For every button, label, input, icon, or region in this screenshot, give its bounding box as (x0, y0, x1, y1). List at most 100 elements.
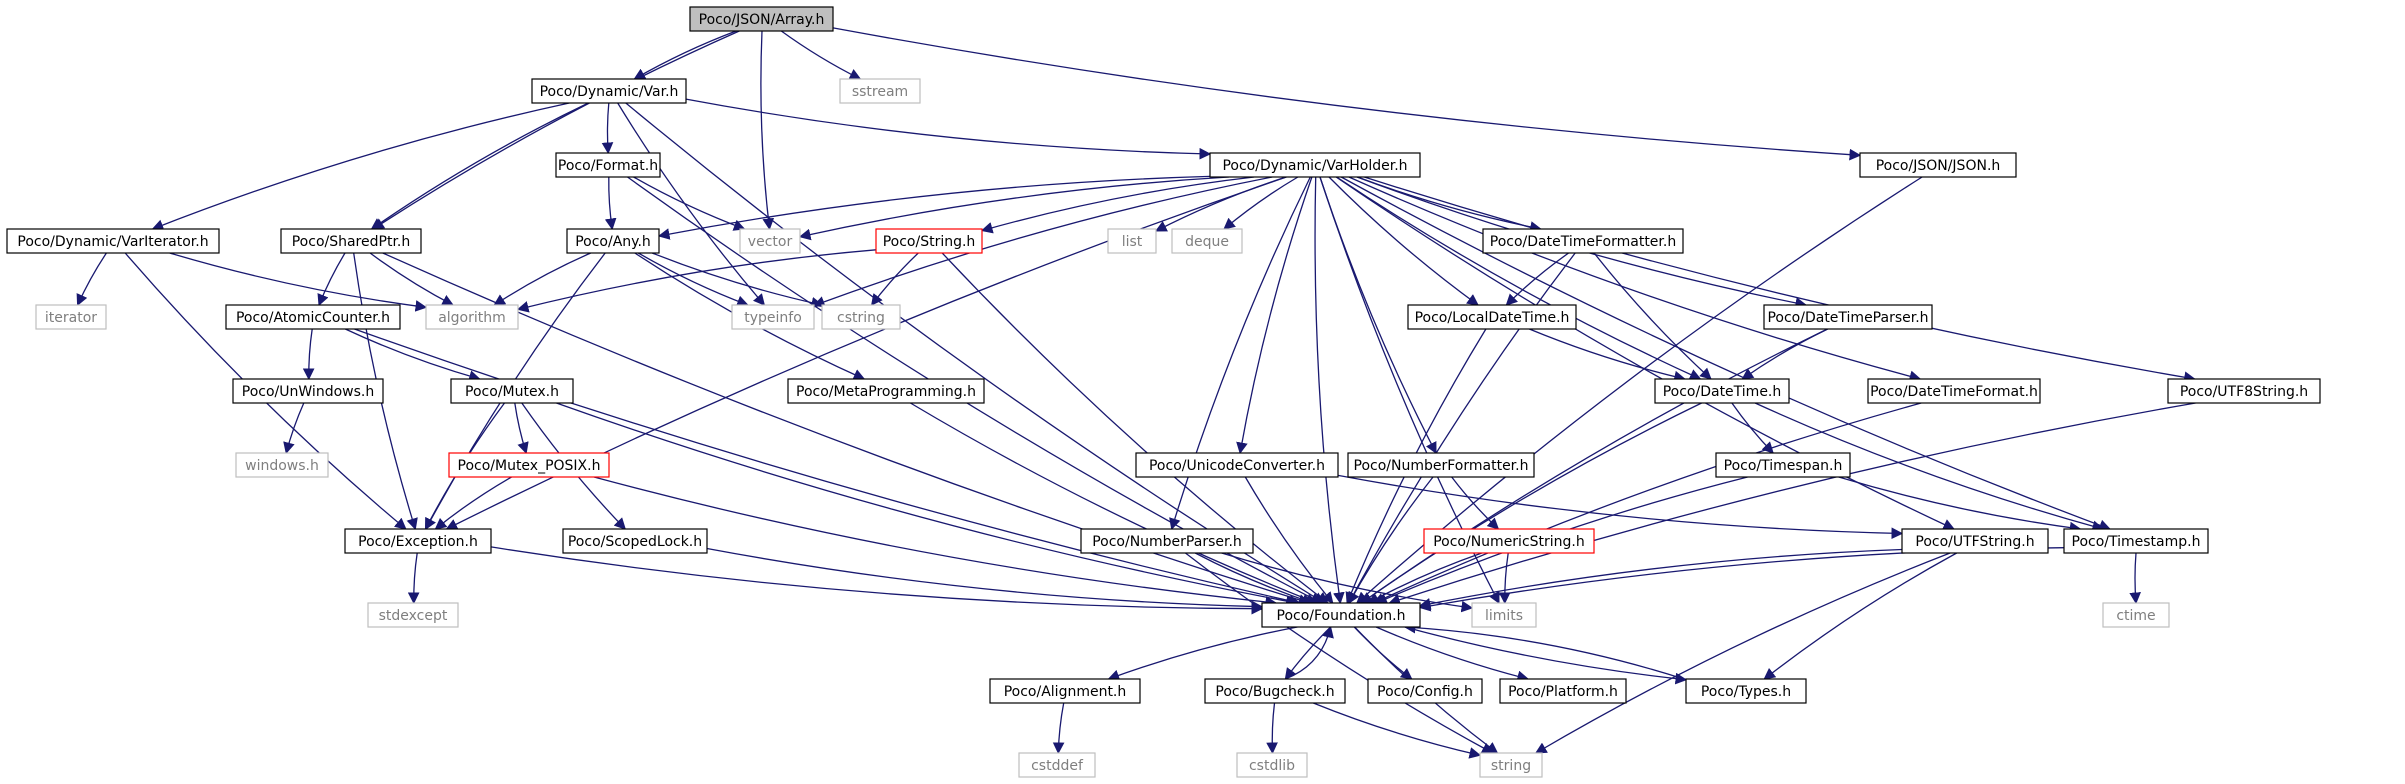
node-variterator[interactable]: Poco/Dynamic/VarIterator.h (6, 228, 220, 254)
node-label: Poco/Mutex_POSIX.h (458, 458, 601, 474)
node-format[interactable]: Poco/Format.h (555, 152, 661, 178)
node-var[interactable]: Poco/Dynamic/Var.h (531, 78, 687, 104)
node-types[interactable]: Poco/Types.h (1685, 678, 1807, 704)
edge-mutexposix-to-foundation (593, 476, 1278, 608)
edge-path (302, 328, 315, 381)
node-box (450, 378, 574, 404)
node-box (531, 78, 687, 104)
edge-format-to-vector (633, 176, 746, 231)
node-utf8[interactable]: Poco/UTF8String.h (2167, 378, 2321, 404)
node-exception[interactable]: Poco/Exception.h (344, 528, 492, 554)
node-scopedlock[interactable]: Poco/ScopedLock.h (562, 528, 708, 554)
node-box (839, 78, 921, 104)
node-sharedptr[interactable]: Poco/SharedPtr.h (280, 228, 422, 254)
edge-path (1223, 176, 1299, 230)
node-metaprog[interactable]: Poco/MetaProgramming.h (787, 378, 985, 404)
node-numformatter[interactable]: Poco/NumberFormatter.h (1347, 452, 1535, 478)
edge-path (1348, 176, 1922, 382)
node-label: sstream (852, 84, 908, 100)
edge-atomic-to-mutex (345, 328, 481, 382)
edge-metaprog-to-foundation (910, 402, 1318, 605)
node-foundation[interactable]: Poco/Foundation.h (1261, 602, 1421, 628)
node-label: Poco/NumberFormatter.h (1354, 458, 1529, 474)
node-numparser[interactable]: Poco/NumberParser.h (1080, 528, 1254, 554)
node-mutex[interactable]: Poco/Mutex.h (450, 378, 574, 404)
edge-var-to-format (601, 102, 614, 155)
edge-path (760, 30, 775, 231)
node-label: Poco/JSON/JSON.h (1876, 158, 2001, 174)
edge-path (1534, 552, 1951, 754)
node-label: Poco/Config.h (1377, 684, 1473, 700)
node-mutexposix[interactable]: Poco/Mutex_POSIX.h (448, 452, 610, 478)
edge-path (1285, 625, 1334, 680)
edge-path (1403, 621, 1687, 681)
edge-localdt-to-datetime (1529, 328, 1686, 383)
edge-root-to-sstream (780, 30, 862, 80)
node-label: Poco/NumericString.h (1433, 534, 1585, 550)
edge-path (601, 102, 614, 155)
edge-string-to-cstring (870, 252, 919, 306)
node-box (1763, 304, 1933, 330)
edge-dtformatter-to-datetime (1593, 252, 1712, 380)
node-layer: Poco/JSON/Array.hPoco/Dynamic/Var.hPoco/… (6, 6, 2321, 778)
node-dtparser[interactable]: Poco/DateTimeParser.h (1763, 304, 1933, 330)
node-box (235, 452, 329, 478)
edge-path (798, 176, 1229, 241)
edge-exception-to-foundation (490, 546, 1264, 615)
node-bugcheck[interactable]: Poco/Bugcheck.h (1204, 678, 1346, 704)
node-string[interactable]: Poco/String.h (875, 228, 983, 254)
node-localdt[interactable]: Poco/LocalDateTime.h (1407, 304, 1577, 330)
node-platform[interactable]: Poco/Platform.h (1499, 678, 1627, 704)
edge-path (706, 547, 1264, 613)
edge-path (151, 102, 570, 231)
node-utfstring[interactable]: Poco/UTFString.h (1901, 528, 2049, 554)
edge-alignment-to-cstddef (1052, 702, 1065, 755)
edge-atomic-to-foundation (354, 328, 1301, 607)
edge-path (910, 402, 1318, 605)
edge-varholder-to-list (1154, 176, 1287, 232)
edge-path (1169, 176, 1311, 531)
node-label: Poco/Foundation.h (1277, 608, 1406, 624)
node-jsonh[interactable]: Poco/JSON/JSON.h (1859, 152, 2017, 178)
edge-path (1505, 252, 1569, 306)
node-config[interactable]: Poco/Config.h (1367, 678, 1483, 704)
node-dtformat[interactable]: Poco/DateTimeFormat.h (1867, 378, 2041, 404)
node-atomic[interactable]: Poco/AtomicCounter.h (225, 304, 401, 330)
edge-path (685, 98, 1212, 160)
node-numericstring[interactable]: Poco/NumericString.h (1423, 528, 1595, 554)
node-box (1209, 152, 1421, 178)
node-label: windows.h (245, 458, 319, 474)
node-box (562, 528, 708, 554)
node-label: Poco/DateTime.h (1663, 384, 1782, 400)
edge-numformatter-to-numericstring (1451, 476, 1500, 530)
node-label: cstddef (1031, 758, 1084, 774)
node-box (1471, 602, 1537, 628)
edge-path (1337, 474, 1904, 540)
node-box (1859, 152, 2017, 178)
edge-mutexposix-to-exception (434, 476, 512, 530)
node-label: Poco/Alignment.h (1004, 684, 1127, 700)
node-box (1715, 452, 1851, 478)
edge-path (1154, 176, 1287, 232)
node-unicodeconv[interactable]: Poco/UnicodeConverter.h (1135, 452, 1339, 478)
edge-atomic-to-unwindows (302, 328, 315, 381)
node-box (367, 602, 459, 628)
node-varholder[interactable]: Poco/Dynamic/VarHolder.h (1209, 152, 1421, 178)
node-box (225, 304, 401, 330)
node-root[interactable]: Poco/JSON/Array.h (689, 6, 834, 32)
node-deque: deque (1171, 228, 1243, 254)
node-any[interactable]: Poco/Any.h (566, 228, 660, 254)
node-unwindows[interactable]: Poco/UnWindows.h (232, 378, 384, 404)
edge-var-to-variterator (151, 102, 570, 231)
edge-bugcheck-to-cstdlib (1266, 702, 1278, 755)
node-timespan[interactable]: Poco/Timespan.h (1715, 452, 1851, 478)
node-timestamp[interactable]: Poco/Timestamp.h (2063, 528, 2209, 554)
edge-path (1328, 176, 1479, 306)
edge-varholder-to-timestamp (1340, 176, 2111, 531)
edge-any-to-cstring (651, 252, 824, 309)
node-datetime[interactable]: Poco/DateTime.h (1654, 378, 1790, 404)
node-dtformatter[interactable]: Poco/DateTimeFormatter.h (1482, 228, 1684, 254)
node-label: cstdlib (1249, 758, 1295, 774)
edge-varholder-to-vector (798, 176, 1229, 241)
node-alignment[interactable]: Poco/Alignment.h (989, 678, 1141, 704)
